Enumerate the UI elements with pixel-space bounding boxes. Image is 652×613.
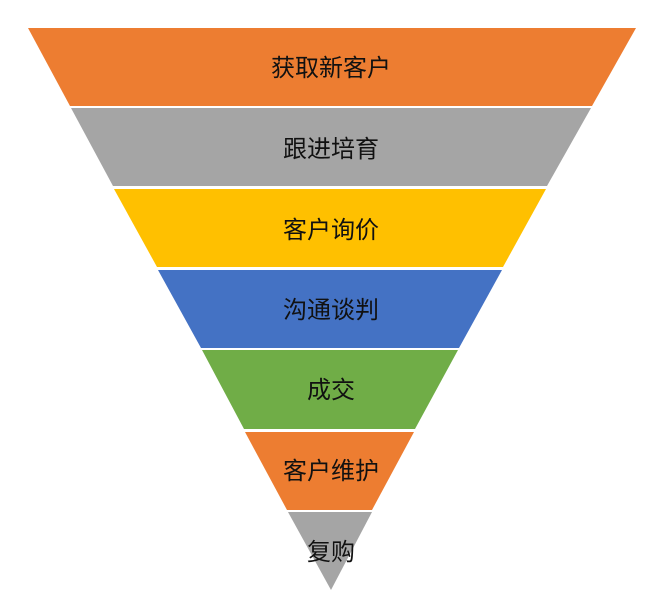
stage-5: 客户维护: [245, 432, 414, 510]
stage-3: 沟通谈判: [158, 270, 502, 348]
stage-band-5: [245, 432, 414, 510]
stage-1: 跟进培育: [71, 108, 591, 186]
stage-label-6: 复购: [307, 538, 355, 566]
stage-label-3: 沟通谈判: [283, 296, 379, 324]
stage-band-0: [28, 28, 636, 106]
stage-label-0: 获取新客户: [271, 54, 391, 82]
stage-2: 客户询价: [114, 189, 546, 267]
stage-band-4: [202, 350, 458, 429]
stage-6: 复购: [288, 512, 372, 590]
stage-label-1: 跟进培育: [283, 135, 379, 163]
stage-band-1: [71, 108, 591, 186]
stage-band-6: [288, 512, 372, 590]
stage-0: 获取新客户: [28, 28, 636, 106]
stage-label-4: 成交: [307, 376, 355, 404]
stage-label-5: 客户维护: [283, 457, 379, 485]
stage-band-2: [114, 189, 546, 267]
stage-4: 成交: [202, 350, 458, 429]
stage-band-3: [158, 270, 502, 348]
stage-label-2: 客户询价: [283, 216, 379, 244]
